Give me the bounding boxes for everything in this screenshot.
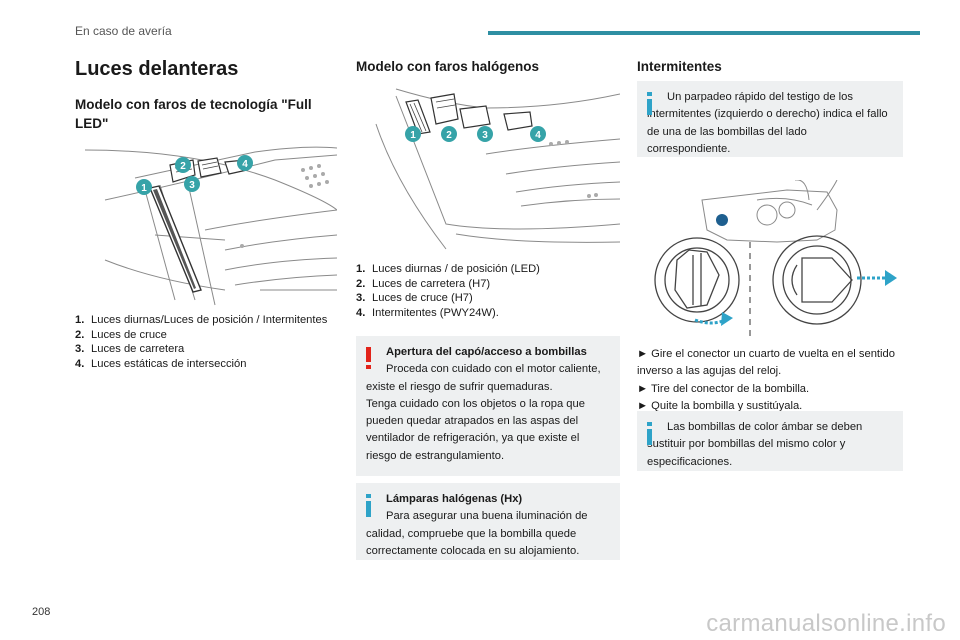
info-text: Las bombillas de color ámbar se deben su… [647,421,863,468]
warning-icon [366,347,371,369]
list-item: 4.Intermitentes (PWY24W). [356,306,499,319]
section-heading-indicators: Intermitentes [637,59,722,74]
halogen-parts-list: 1.Luces diurnas / de posición (LED) 2.Lu… [356,262,620,320]
watermark: carmanualsonline.info [706,610,946,637]
info-box-amber: Las bombillas de color ámbar se deben su… [637,411,903,471]
callout-3: 3 [482,130,488,141]
warning-title: Apertura del capó/acceso a bombillas [386,346,587,358]
list-item: 4.Luces estáticas de intersección [75,357,247,370]
callout-3: 3 [189,180,195,191]
step-item: ► Gire el conector un cuarto de vuelta e… [637,348,895,378]
list-item: 3.Luces de cruce (H7) [356,292,473,304]
header-accent-bar [488,31,920,35]
section-heading-full-led: Modelo con faros de tecnología "Full LED… [75,97,312,131]
info-icon [647,92,652,115]
info-icon [647,422,652,445]
info-text: Para asegurar una buena iluminación de c… [366,510,588,557]
list-item: 1.Luces diurnas / de posición (LED) [356,263,540,275]
info-title: Lámparas halógenas (Hx) [386,493,523,505]
step-item: ► Tire del conector de la bombilla. [637,382,810,395]
callout-4: 4 [535,130,541,141]
page-number: 208 [32,606,51,618]
list-item: 1.Luces diurnas/Luces de posición / Inte… [75,314,328,326]
callout-4: 4 [242,159,248,170]
page-title: Luces delanteras [75,58,239,80]
callout-2: 2 [446,130,452,141]
info-icon [366,494,371,517]
full-led-parts-list: 1.Luces diurnas/Luces de posición / Inte… [75,313,337,371]
callout-1: 1 [141,183,147,194]
running-header: En caso de avería [75,24,172,38]
indicator-bulb-replacement-illustration [654,180,897,340]
list-item: 2.Luces de carretera (H7) [356,277,491,290]
full-led-headlight-illustration: 1 2 3 4 [84,146,337,306]
callout-2: 2 [180,161,186,172]
callout-1: 1 [410,130,416,141]
warning-text-2: Tenga cuidado con los objetos o la ropa … [366,397,585,462]
warning-box: Apertura del capó/acceso a bombillas Pro… [356,336,620,476]
replacement-steps: ► Gire el conector un cuarto de vuelta e… [637,346,903,415]
info-box-halogen: Lámparas halógenas (Hx) Para asegurar un… [356,483,620,560]
list-item: 3.Luces de carretera [75,343,185,355]
step-item: ► Quite la bombilla y sustitúyala. [637,399,803,412]
warning-text-1: Proceda con cuidado con el motor calient… [366,363,601,393]
info-box-indicators: Un parpadeo rápido del testigo de los in… [637,81,903,157]
section-heading-halogen: Modelo con faros halógenos [356,59,540,74]
list-item: 2.Luces de cruce [75,328,167,341]
info-text: Un parpadeo rápido del testigo de los in… [647,91,888,155]
halogen-headlight-illustration: 1 2 3 4 [375,88,620,250]
